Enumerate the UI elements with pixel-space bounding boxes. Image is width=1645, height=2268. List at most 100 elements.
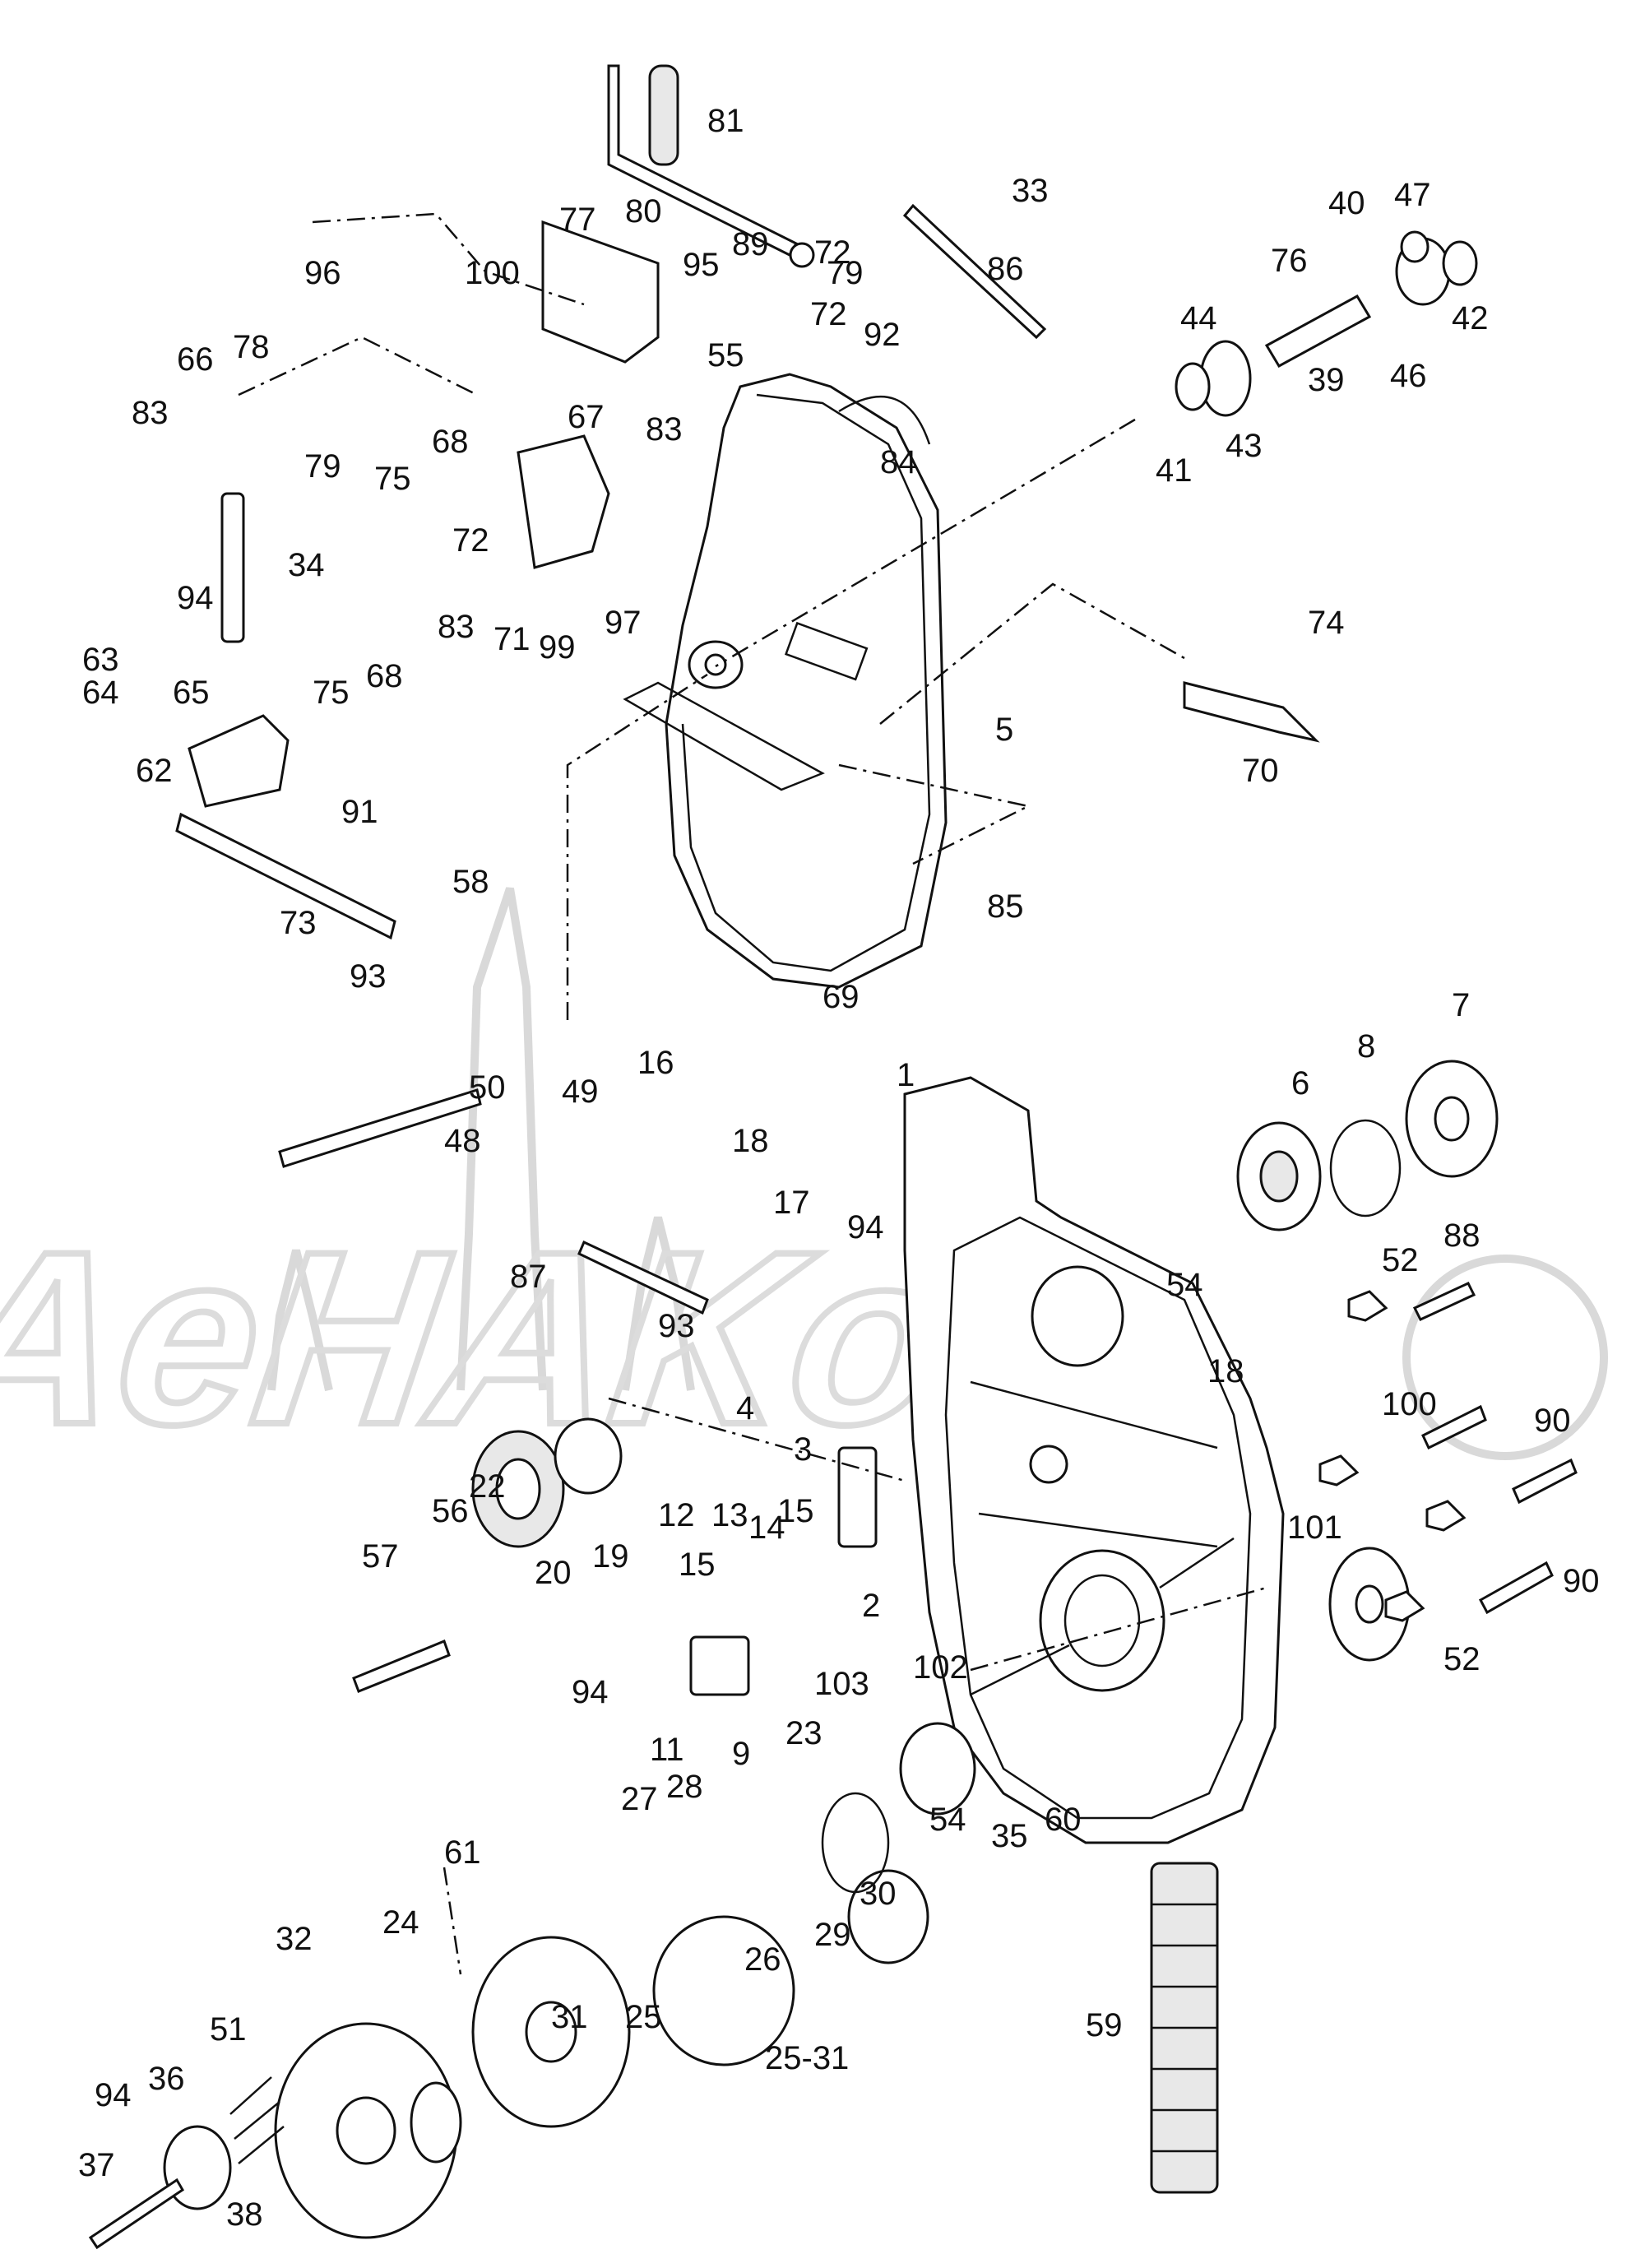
callout-42: 42	[1452, 300, 1489, 336]
callout-96: 96	[304, 255, 341, 291]
callout-59: 59	[1086, 2007, 1123, 2043]
assembly-lines	[238, 212, 1267, 1975]
callout-32: 32	[276, 1921, 313, 1957]
callout-38: 38	[226, 2196, 263, 2233]
callout-68b: 68	[366, 658, 403, 694]
callout-102: 102	[913, 1649, 968, 1686]
callout-86: 86	[987, 251, 1024, 287]
callout-87: 87	[510, 1259, 547, 1295]
callout-83c: 83	[438, 609, 475, 645]
callout-36: 36	[148, 2061, 185, 2097]
callout-8: 8	[1357, 1028, 1375, 1064]
callout-71: 71	[494, 621, 531, 657]
callout-48: 48	[444, 1123, 481, 1159]
callout-75a: 75	[374, 461, 411, 497]
callout-83a: 83	[646, 411, 683, 448]
callout-56: 56	[432, 1493, 469, 1529]
callout-39: 39	[1308, 362, 1345, 398]
callout-91: 91	[341, 794, 378, 830]
callout-51: 51	[210, 2011, 247, 2048]
callout-52b: 52	[1443, 1641, 1480, 1677]
callout-14: 14	[748, 1510, 785, 1546]
callout-44: 44	[1180, 300, 1217, 336]
callout-74: 74	[1308, 605, 1345, 641]
callout-93b: 93	[658, 1308, 695, 1344]
callout-100a: 100	[465, 255, 520, 291]
chaincase-housing	[903, 1076, 1285, 1844]
callout-81: 81	[707, 103, 744, 139]
callout-28: 28	[666, 1769, 703, 1805]
callout-94c: 94	[572, 1674, 609, 1710]
callout-89: 89	[732, 226, 769, 262]
callout-9: 9	[732, 1736, 750, 1772]
callout-57: 57	[362, 1538, 399, 1575]
callout-68a: 68	[432, 424, 469, 460]
callout-65: 65	[173, 675, 210, 711]
callout-4: 4	[736, 1390, 754, 1426]
chaincase-cover	[623, 373, 948, 989]
callout-90a: 90	[1534, 1403, 1571, 1439]
drive-chain	[1150, 1862, 1219, 2194]
callout-92: 92	[864, 317, 901, 353]
callout-19: 19	[592, 1538, 629, 1575]
callout-16: 16	[637, 1045, 674, 1081]
callout-31: 31	[551, 1999, 588, 2035]
callout-85: 85	[987, 888, 1024, 925]
callout-63: 63	[82, 642, 119, 678]
callout-94d: 94	[95, 2077, 132, 2113]
housing-fasteners	[1318, 1282, 1578, 1662]
callout-58: 58	[452, 864, 489, 900]
callout-22: 22	[469, 1468, 506, 1505]
callout-60: 60	[1045, 1802, 1082, 1838]
callout-34: 34	[288, 547, 325, 583]
callout-7: 7	[1452, 987, 1470, 1023]
callout-83b: 83	[132, 395, 169, 431]
callout-37: 37	[78, 2147, 115, 2183]
callout-78: 78	[233, 329, 270, 365]
callout-72a: 72	[814, 234, 851, 271]
callout-64: 64	[82, 675, 119, 711]
callout-46: 46	[1390, 358, 1427, 394]
callout-54b: 54	[929, 1802, 966, 1838]
callout-18b: 18	[1207, 1353, 1244, 1389]
callout-90b: 90	[1563, 1563, 1600, 1599]
callout-23: 23	[785, 1715, 822, 1751]
callout-69: 69	[822, 979, 860, 1015]
callout-50: 50	[469, 1069, 506, 1106]
callout-94b: 94	[847, 1209, 884, 1245]
callout-40: 40	[1328, 185, 1365, 221]
callout-52a: 52	[1382, 1242, 1419, 1278]
callout-88: 88	[1443, 1217, 1480, 1254]
callout-12: 12	[658, 1497, 695, 1533]
callout-13: 13	[711, 1497, 748, 1533]
callout-54a: 54	[1166, 1267, 1203, 1303]
callout-47: 47	[1394, 177, 1431, 213]
callout-2: 2	[862, 1588, 880, 1624]
callout-26: 26	[744, 1941, 781, 1978]
callout-93a: 93	[350, 958, 387, 995]
callout-72c: 72	[452, 522, 489, 559]
callout-75b: 75	[313, 675, 350, 711]
shift-lever	[607, 64, 815, 268]
callout-79a: 79	[827, 255, 864, 291]
callout-20: 20	[535, 1555, 572, 1591]
callout-3: 3	[794, 1431, 812, 1468]
callout-15a: 15	[679, 1547, 716, 1583]
callout-49: 49	[562, 1074, 599, 1110]
callout-24: 24	[382, 1904, 419, 1941]
callout-66: 66	[177, 341, 214, 378]
callout-99: 99	[539, 629, 576, 666]
callout-94a: 94	[177, 580, 214, 616]
shaft-parts	[838, 203, 1478, 743]
callout-27: 27	[621, 1781, 658, 1817]
callout-5: 5	[995, 712, 1013, 748]
callout-62: 62	[136, 753, 173, 789]
lower-drive-gears	[88, 1417, 976, 2250]
callout-30: 30	[860, 1876, 897, 1912]
callout-67: 67	[568, 399, 605, 435]
callout-72b: 72	[810, 296, 847, 332]
callout-101: 101	[1287, 1510, 1342, 1546]
